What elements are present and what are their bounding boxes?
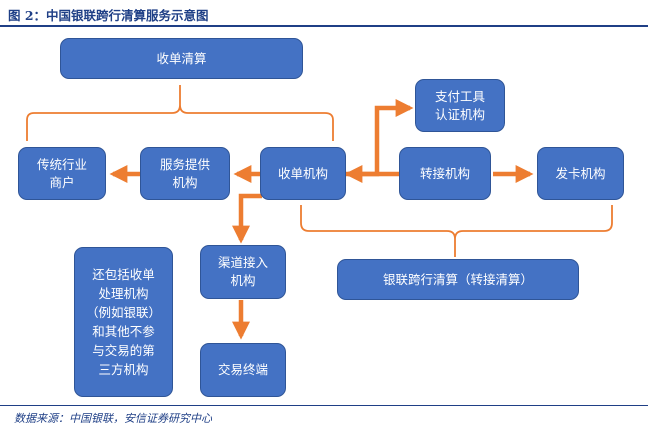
source-note: 数据来源：中国银联，安信证券研究中心 [14, 412, 212, 425]
channel-access-box: 渠道接入 机构 [200, 245, 286, 299]
service-provider-box: 服务提供 机构 [140, 147, 230, 200]
transaction-terminal-box: 交易终端 [200, 343, 286, 397]
top-brace [26, 85, 334, 141]
issuer-label: 发卡机构 [555, 165, 606, 181]
other-institutions-note-box: 还包括收单 处理机构 （例如银联） 和其他不参 与交易的第 三方机构 [74, 247, 173, 397]
switching-institution-label: 转接机构 [419, 165, 470, 181]
figure-title: 图 2：中国银联跨行清算服务示意图 [8, 8, 209, 23]
service-provider-label: 服务提供 机构 [159, 156, 210, 190]
acquirer-label: 收单机构 [277, 165, 328, 181]
acquiring-clearing-label: 收单清算 [156, 50, 207, 66]
unionpay-interbank-clearing-box: 银联跨行清算（转接清算） [337, 259, 579, 300]
bottom-rule [0, 405, 648, 407]
channel-access-label: 渠道接入 机构 [217, 255, 268, 288]
unionpay-interbank-clearing-label: 银联跨行清算（转接清算） [382, 271, 533, 287]
arrow-to-channel-access [232, 193, 262, 244]
payment-tool-certification-box: 支付工具 认证机构 [415, 79, 505, 132]
other-institutions-note-label: 还包括收单 处理机构 （例如银联） 和其他不参 与交易的第 三方机构 [85, 267, 161, 377]
acquiring-clearing-box: 收单清算 [60, 38, 303, 79]
traditional-merchant-box: 传统行业 商户 [18, 147, 106, 200]
traditional-merchant-label: 传统行业 商户 [36, 156, 87, 190]
issuer-box: 发卡机构 [537, 147, 624, 200]
switching-institution-box: 转接机构 [399, 147, 491, 200]
top-rule [0, 25, 648, 27]
bottom-brace [300, 205, 613, 257]
transaction-terminal-label: 交易终端 [217, 362, 268, 377]
payment-tool-certification-label: 支付工具 认证机构 [434, 88, 485, 122]
acquirer-box: 收单机构 [260, 147, 346, 200]
